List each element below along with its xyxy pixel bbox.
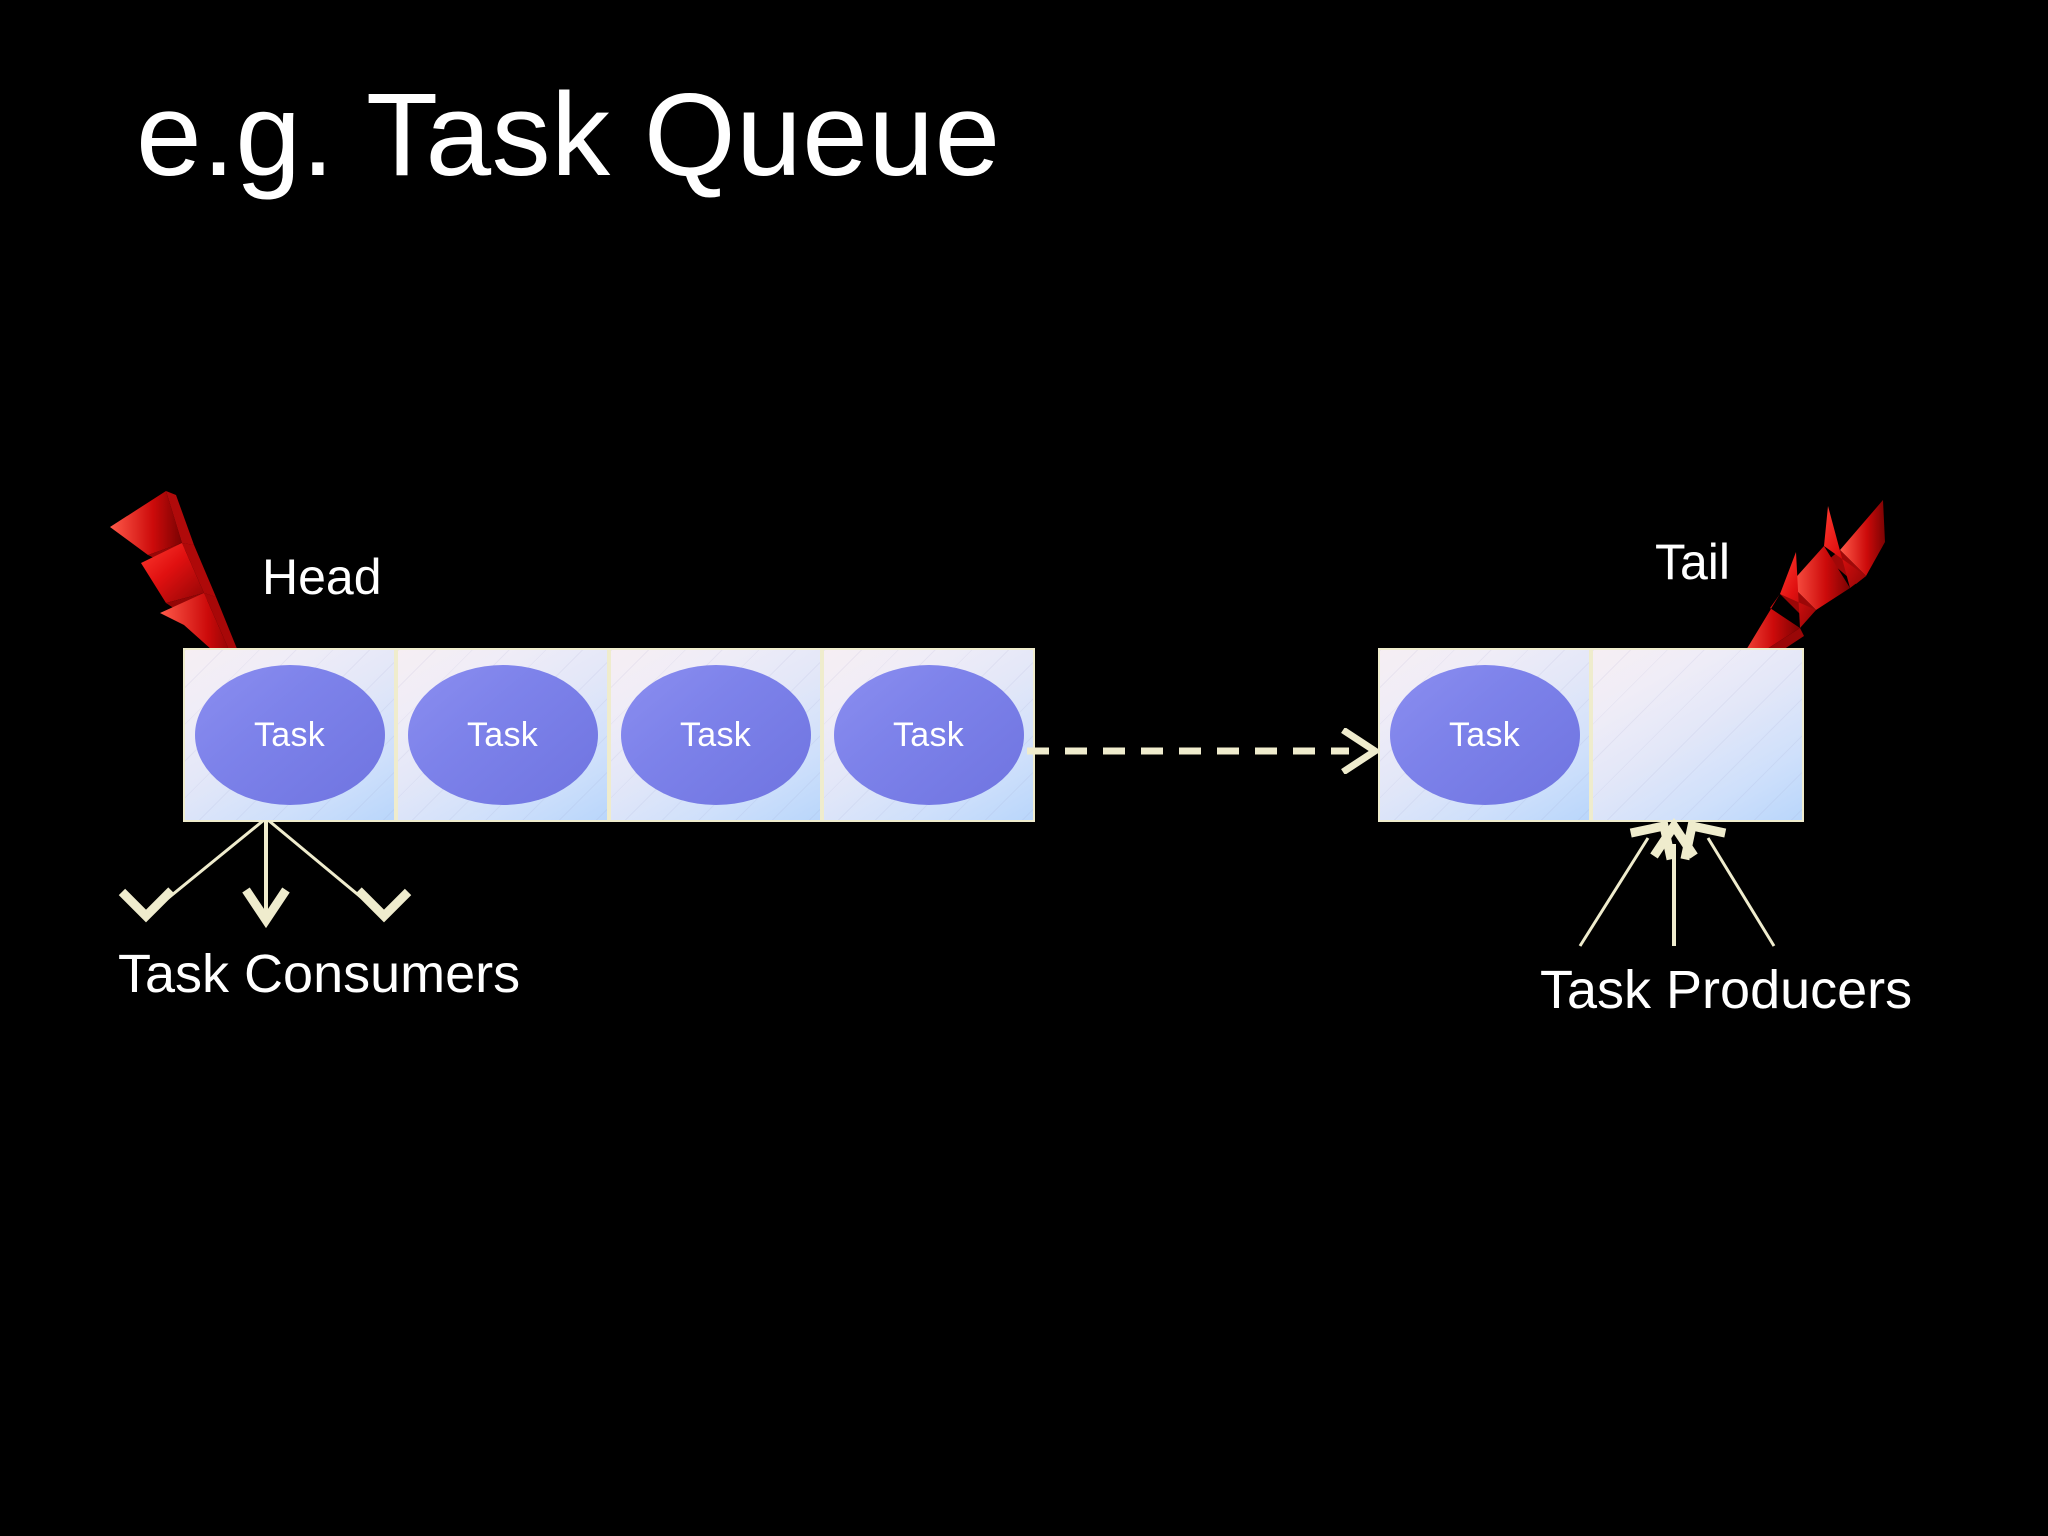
task-node[interactable]: Task <box>620 665 811 805</box>
task-node-label: Task <box>1448 715 1521 754</box>
consumer-arrows <box>118 818 438 940</box>
task-node[interactable]: Task <box>833 665 1024 805</box>
queue-cell[interactable]: Task <box>822 648 1035 822</box>
queue-head-segment: Task Task Task Task <box>183 648 1035 822</box>
task-consumers-label: Task Consumers <box>118 944 521 1004</box>
task-node-label: Task <box>679 715 752 754</box>
task-node[interactable]: Task <box>1389 665 1580 805</box>
tail-label: Tail <box>1655 534 1731 590</box>
head-label: Head <box>262 549 382 605</box>
queue-cell[interactable]: Task <box>183 648 396 822</box>
page-title: e.g. Task Queue <box>136 69 1001 201</box>
queue-cell[interactable]: Task <box>396 648 609 822</box>
queue-cell[interactable]: Task <box>1378 648 1591 822</box>
queue-cell[interactable]: Task <box>609 648 822 822</box>
queue-tail-segment: Task <box>1378 648 1804 822</box>
task-producers-label: Task Producers <box>1540 960 1913 1020</box>
queue-cell-empty[interactable] <box>1591 648 1804 822</box>
task-node[interactable]: Task <box>407 665 598 805</box>
task-node-label: Task <box>253 715 326 754</box>
task-node-label: Task <box>892 715 965 754</box>
task-node-label: Task <box>466 715 539 754</box>
producer-arrows <box>1530 817 1850 948</box>
task-node[interactable]: Task <box>194 665 385 805</box>
queue-connector-dashed-arrow <box>1027 727 1387 775</box>
